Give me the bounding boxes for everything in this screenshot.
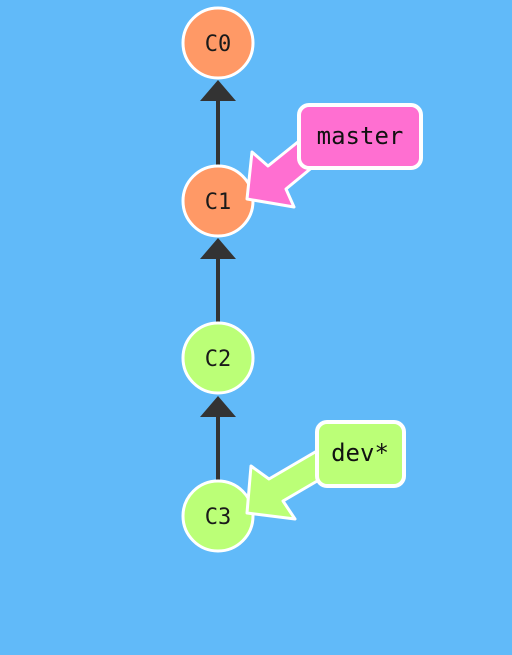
commit-c0[interactable]: C0 (181, 6, 255, 80)
branch-dev[interactable]: dev* (245, 420, 406, 521)
commit-node (181, 321, 255, 395)
edge-c3-to-c2 (200, 396, 236, 482)
commit-label: C3 (205, 505, 232, 530)
edge-c1-to-c0 (200, 80, 236, 168)
commit-node (181, 6, 255, 80)
commit-label: C1 (205, 190, 232, 215)
branch-master[interactable]: master (245, 103, 423, 209)
commit-edges (200, 80, 236, 482)
edge-c2-to-c1 (200, 238, 236, 324)
branch-dev-label: dev* (331, 439, 389, 467)
commit-label: C2 (205, 347, 232, 372)
branch-master-tag (297, 103, 423, 170)
branch-dev-tag (315, 420, 406, 488)
commit-c2[interactable]: C2 (181, 321, 255, 395)
branch-master-label: master (317, 122, 404, 150)
commit-c3[interactable]: C3 (181, 479, 255, 553)
commit-node (181, 479, 255, 553)
commit-c1[interactable]: C1 (181, 164, 255, 238)
commit-label: C0 (205, 32, 232, 57)
